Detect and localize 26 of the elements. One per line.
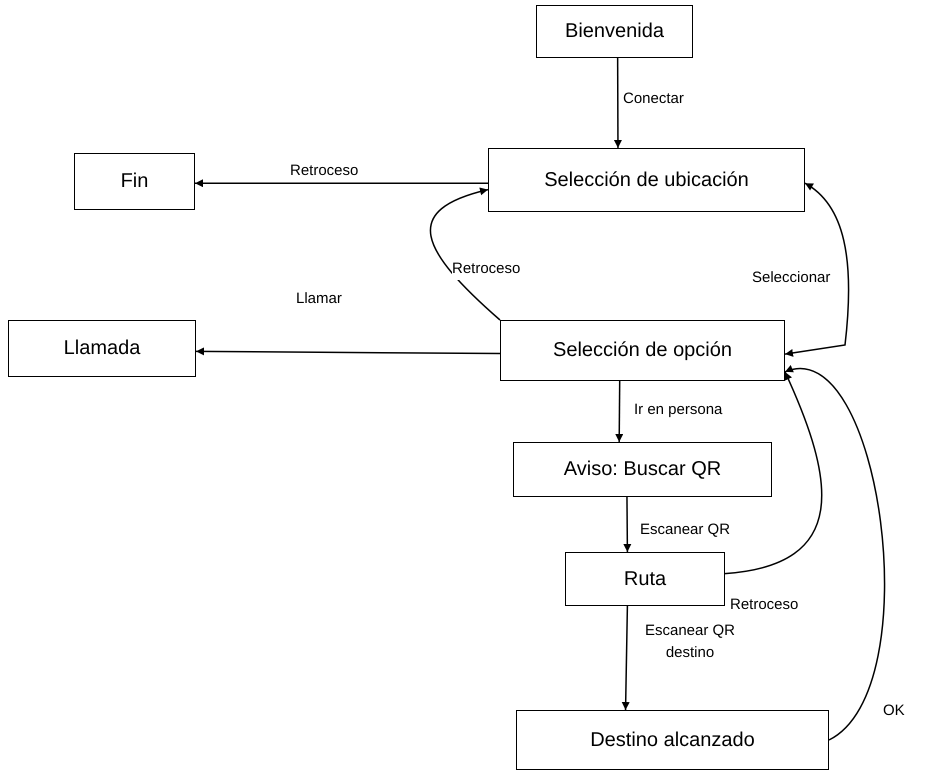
state-box xyxy=(488,148,805,212)
state-name: Selección de opción xyxy=(552,339,732,362)
state-name: Selección de ubicación xyxy=(544,168,749,192)
arrow xyxy=(784,367,885,741)
arrow xyxy=(196,347,500,356)
state-box xyxy=(500,320,785,381)
arrow xyxy=(724,372,822,574)
state-name: Llamada xyxy=(64,337,140,360)
arrow xyxy=(195,179,488,188)
state-box xyxy=(565,552,725,606)
arrow xyxy=(614,58,622,148)
state-name: Bienvenida xyxy=(565,20,664,43)
state-box xyxy=(8,320,196,377)
state-name: Destino alcanzado xyxy=(590,728,755,752)
state-box xyxy=(74,153,195,210)
arrow xyxy=(622,606,630,710)
arrow xyxy=(430,188,500,321)
state-box xyxy=(516,710,829,770)
arrow xyxy=(623,497,632,552)
state-name: Aviso: Buscar QR xyxy=(564,458,722,481)
state-name: Fin xyxy=(120,170,148,193)
arrow xyxy=(784,182,850,357)
state-name: Ruta xyxy=(624,568,666,590)
state-box xyxy=(513,442,772,497)
arrow xyxy=(615,381,624,442)
state-box xyxy=(536,5,693,58)
